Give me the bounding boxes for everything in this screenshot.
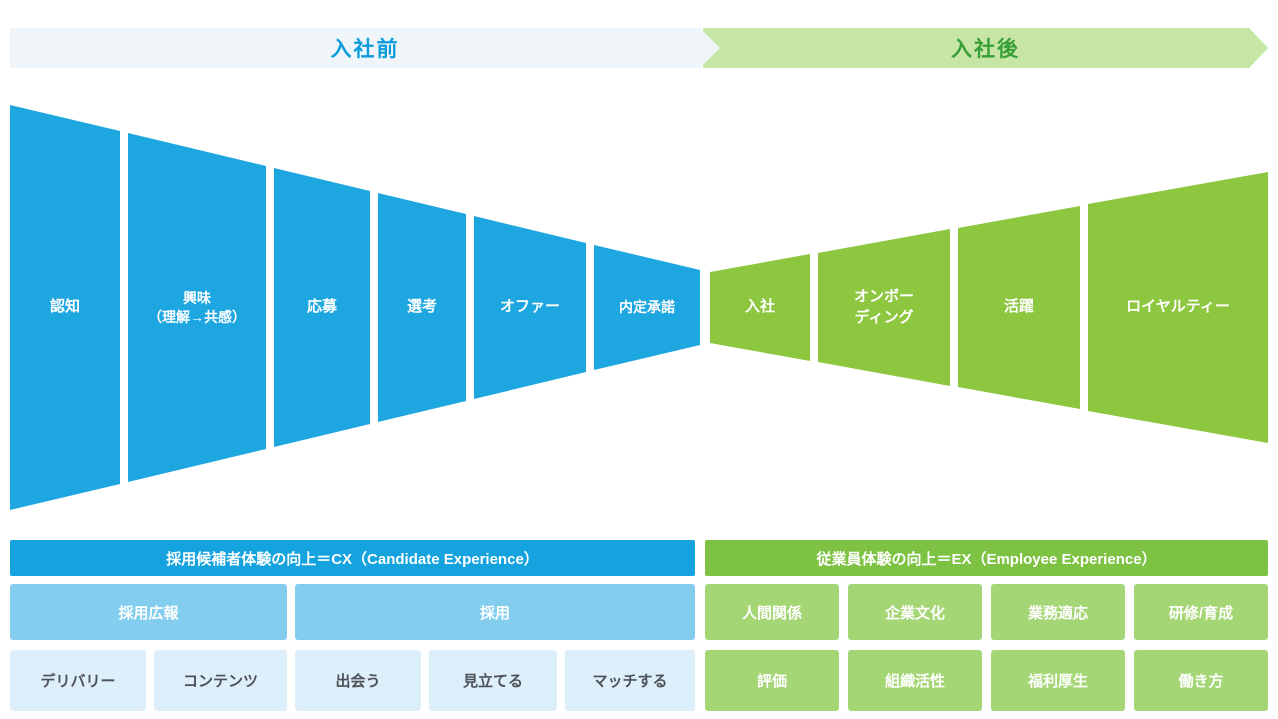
ex-cell-human-relations: 人間関係 xyxy=(705,584,839,640)
funnel-segment-label: 応募 xyxy=(306,298,337,316)
funnel-segment-label: 認知 xyxy=(49,298,80,316)
funnel-segment-loyalty: ロイヤルティー xyxy=(1088,172,1268,443)
funnel-segment-label: オファー xyxy=(499,298,560,316)
cx-cell-content: コンテンツ xyxy=(154,650,287,711)
cell-label: 見立てる xyxy=(462,673,523,690)
ex-cell-org-vitality: 組織活性 xyxy=(848,650,982,711)
funnel-segment-label: 選考 xyxy=(406,298,437,316)
funnel-segment-label: 活躍 xyxy=(1003,298,1034,316)
banner-before-label: 入社前 xyxy=(330,38,400,61)
funnel-segment-application: 応募 xyxy=(274,168,370,447)
cell-label: デリバリー xyxy=(40,673,116,690)
cell-label: 福利厚生 xyxy=(1027,673,1088,690)
cx-cell-recruit-pr: 採用広報 xyxy=(10,584,287,640)
cell-label: 人間関係 xyxy=(741,604,802,622)
banner-after-label: 入社後 xyxy=(951,38,1020,61)
funnel-segment-active-contribution: 活躍 xyxy=(958,206,1080,409)
funnel-segment-offer: オファー xyxy=(474,216,586,399)
cell-label: 採用広報 xyxy=(118,604,179,622)
funnel-segment-label: オンボー ディング xyxy=(853,288,914,326)
ex-header-bar: 従業員体験の向上＝EX（Employee Experience） xyxy=(705,540,1268,576)
funnel-segment-label: ロイヤルティー xyxy=(1126,298,1230,316)
funnel-segment-awareness: 認知 xyxy=(10,105,120,510)
funnel-segment-interest: 興味 （理解→共感） xyxy=(128,133,266,482)
funnel-segment-label: 入社 xyxy=(744,298,775,316)
funnel-segment-offer-acceptance: 内定承諾 xyxy=(594,245,700,370)
cell-label: 業務適応 xyxy=(1027,604,1088,622)
ex-cell-job-adaptation: 業務適応 xyxy=(991,584,1125,640)
cx-cell-recruiting: 採用 xyxy=(295,584,695,640)
funnel-segment-joining: 入社 xyxy=(710,254,810,361)
ex-cell-benefits: 福利厚生 xyxy=(991,650,1125,711)
cx-header-label: 採用候補者体験の向上＝CX（Candidate Experience） xyxy=(166,550,539,568)
cell-label: 組織活性 xyxy=(884,673,945,690)
ex-header-label: 従業員体験の向上＝EX（Employee Experience） xyxy=(816,550,1157,568)
banner-before-join: 入社前 xyxy=(10,28,720,68)
banner-after-join: 入社後 xyxy=(703,28,1268,68)
cell-label: マッチする xyxy=(592,673,668,690)
funnel-segment-label: 内定承諾 xyxy=(619,299,675,316)
cell-label: 採用 xyxy=(479,604,510,622)
cx-cell-meet: 出会う xyxy=(295,650,421,711)
cell-label: コンテンツ xyxy=(182,673,258,690)
cx-cell-delivery: デリバリー xyxy=(10,650,146,711)
cx-header-bar: 採用候補者体験の向上＝CX（Candidate Experience） xyxy=(10,540,695,576)
cell-label: 企業文化 xyxy=(884,604,945,622)
cell-label: 出会う xyxy=(335,673,381,690)
funnel-segment-screening: 選考 xyxy=(378,193,466,422)
cell-label: 評価 xyxy=(756,673,787,690)
cell-label: 研修/育成 xyxy=(1168,604,1234,622)
cell-label: 働き方 xyxy=(1178,673,1224,690)
cx-cell-match: マッチする xyxy=(565,650,695,711)
ex-cell-corporate-culture: 企業文化 xyxy=(848,584,982,640)
ex-cell-training-development: 研修/育成 xyxy=(1134,584,1268,640)
ex-cell-evaluation: 評価 xyxy=(705,650,839,711)
funnel-segment-onboarding: オンボー ディング xyxy=(818,229,950,386)
cx-cell-assess: 見立てる xyxy=(429,650,557,711)
funnel-segment-label: 興味 （理解→共感） xyxy=(148,289,246,325)
ex-cell-workstyle: 働き方 xyxy=(1134,650,1268,711)
